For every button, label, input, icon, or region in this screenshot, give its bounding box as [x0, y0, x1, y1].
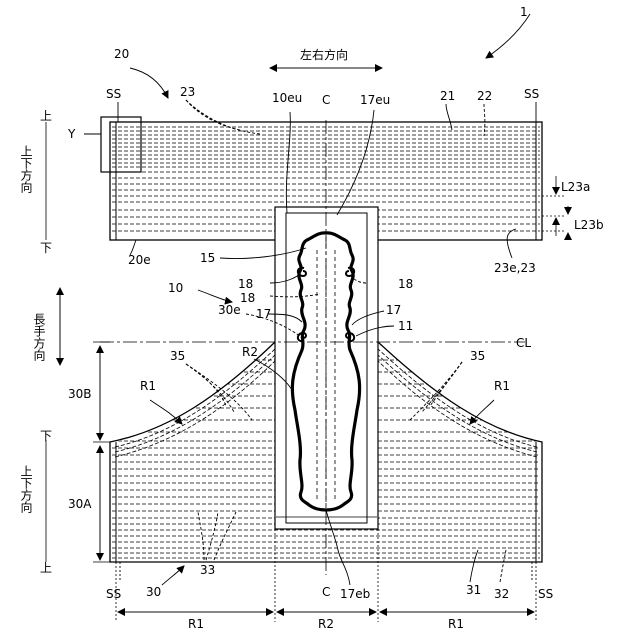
label-y: Y [67, 127, 76, 141]
label-18-l1: 18 [238, 277, 253, 291]
label-ss-br: SS [538, 587, 553, 601]
label-21: 21 [440, 89, 455, 103]
dim-r2: R2 [318, 617, 334, 631]
ud-bot-down: 下 [40, 429, 52, 443]
label-17eb: 17eb [340, 587, 370, 601]
ud-top-down: 下 [40, 241, 52, 255]
label-17-r: 17 [386, 303, 401, 317]
label-ss-bl: SS [106, 587, 121, 601]
label-10: 10 [168, 281, 183, 295]
label-18-r: 18 [398, 277, 413, 291]
label-30a: 30A [68, 497, 92, 511]
label-ss-tl: SS [106, 87, 121, 101]
label-30: 30 [146, 585, 161, 599]
label-dir-lr: 左右方向 [300, 47, 348, 62]
label-l23a: L23a [561, 180, 590, 194]
ud-top-up: 上 [40, 109, 52, 123]
label-17-l: 17 [256, 307, 271, 321]
label-17eu: 17eu [360, 93, 390, 107]
label-23e: 23e,23 [494, 261, 536, 275]
label-22: 22 [477, 89, 492, 103]
label-ss-tr: SS [524, 87, 539, 101]
label-30e: 30e [218, 303, 241, 317]
ud-bot-label: 上下方向 [19, 465, 33, 513]
label-11: 11 [398, 319, 413, 333]
label-r2: R2 [242, 345, 258, 359]
label-10eu: 10eu [272, 91, 302, 105]
label-r1-r: R1 [494, 379, 510, 393]
label-cl: CL [516, 336, 531, 350]
label-20e: 20e [128, 253, 151, 267]
label-31: 31 [466, 583, 481, 597]
ud-bot-up: 上 [40, 561, 52, 575]
label-l23b: L23b [574, 218, 604, 232]
dim-r1-l: R1 [188, 617, 204, 631]
label-c-top: C [322, 93, 330, 107]
label-30b: 30B [68, 387, 92, 401]
label-23-top: 23 [180, 85, 195, 99]
label-32: 32 [494, 587, 509, 601]
label-35-l: 35 [170, 349, 185, 363]
label-15: 15 [200, 251, 215, 265]
label-r1-l: R1 [140, 379, 156, 393]
label-18-l2: 18 [240, 291, 255, 305]
ud-top-label: 上下方向 [19, 145, 33, 193]
absorbent-body [275, 207, 378, 529]
label-35-r: 35 [470, 349, 485, 363]
dim-r1-r: R1 [448, 617, 464, 631]
label-dir-long: 長手方向 [32, 313, 46, 361]
label-20: 20 [114, 47, 129, 61]
label-fig-no: 1 [520, 5, 528, 19]
label-c-bot: C [322, 585, 330, 599]
label-33: 33 [200, 563, 215, 577]
